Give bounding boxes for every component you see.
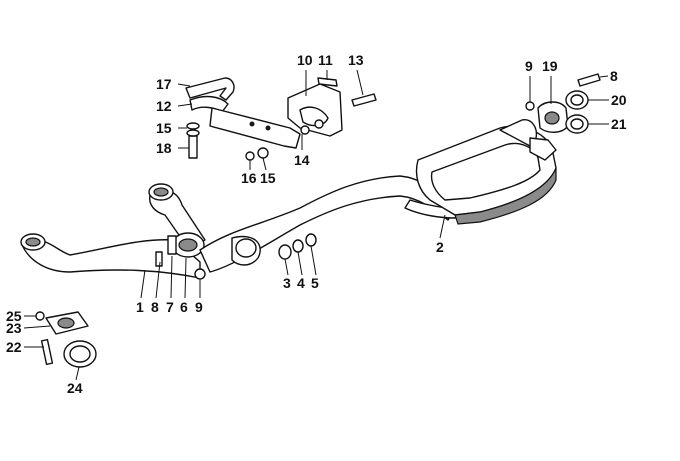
callout-6: 6 (180, 299, 188, 315)
front-pipe-part-1 (20, 183, 206, 279)
pipe-flange-joint (167, 232, 205, 258)
callout-labels: 1 8 7 6 9 3 4 5 2 17 12 15 18 16 15 10 1… (6, 52, 627, 396)
callout-11: 11 (318, 52, 333, 68)
loose-flange-parts (35, 311, 97, 368)
rear-flange-parts (525, 73, 601, 134)
callout-17: 17 (156, 76, 172, 92)
callout-15: 15 (156, 120, 172, 136)
callout-8: 8 (151, 299, 159, 315)
callout-18: 18 (156, 140, 172, 156)
callout-14: 14 (294, 152, 310, 168)
silencer-box (415, 119, 557, 225)
intermediate-pipe-part-2 (199, 175, 461, 273)
callout-24: 24 (67, 380, 83, 396)
callout-5: 5 (311, 275, 319, 291)
callout-10: 10 (297, 52, 313, 68)
callout-20: 20 (611, 92, 627, 108)
front-joint-bolts (155, 251, 206, 280)
callout-12: 12 (156, 98, 172, 114)
rubber-mount-bracket (287, 77, 377, 137)
callout-4: 4 (297, 275, 305, 291)
callout-2: 2 (436, 239, 444, 255)
callout-3: 3 (283, 275, 291, 291)
callout-19: 19 (542, 58, 558, 74)
callout-21: 21 (611, 116, 627, 132)
callout-7: 7 (166, 299, 174, 315)
callout-1: 1 (136, 299, 144, 315)
callout-23: 23 (6, 320, 22, 336)
callout-22: 22 (6, 339, 22, 355)
hanger-bracket-assembly (185, 77, 301, 161)
callout-15b: 15 (260, 170, 276, 186)
callout-8b: 8 (610, 68, 618, 84)
callout-9b: 9 (525, 58, 533, 74)
callout-25: 25 (6, 308, 22, 324)
callout-13: 13 (348, 52, 364, 68)
callout-9: 9 (195, 299, 203, 315)
callout-16: 16 (241, 170, 257, 186)
leader-lines (23, 69, 609, 381)
washers-3-4-5 (278, 233, 317, 260)
